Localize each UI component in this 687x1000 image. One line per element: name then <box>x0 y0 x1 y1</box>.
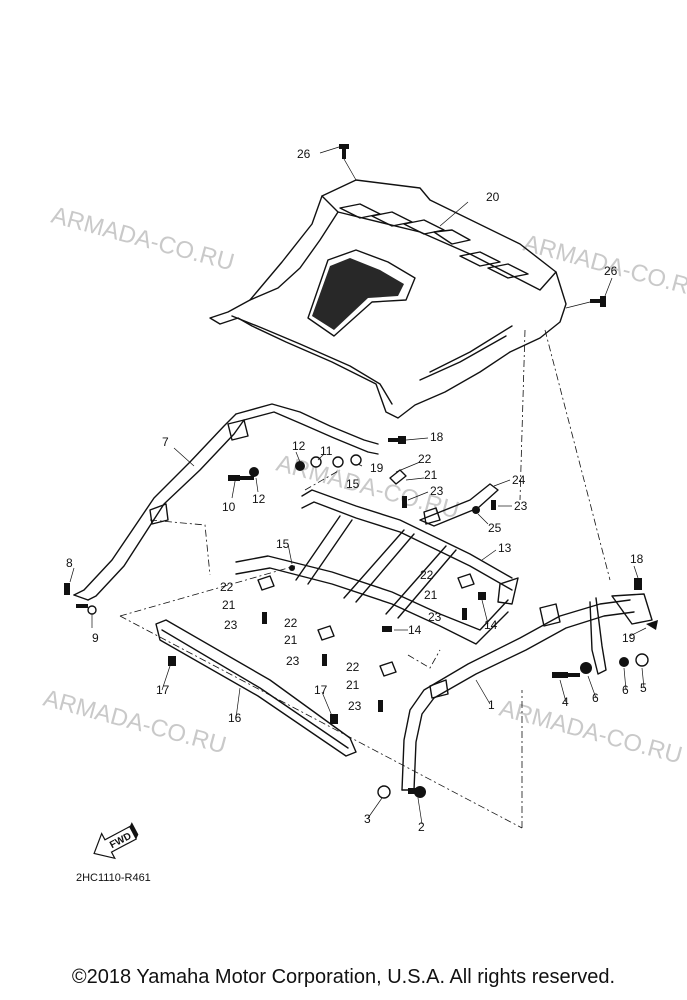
callout-21-right: 21 <box>424 588 438 602</box>
diagram-code: 2HC1110-R461 <box>76 872 151 884</box>
callout-26-right: 26 <box>604 264 618 278</box>
callout-14-right: 14 <box>484 618 498 632</box>
callout-17-right: 17 <box>314 683 328 697</box>
callout-22-right: 22 <box>420 568 434 582</box>
callout-9: 9 <box>92 631 99 645</box>
callout-21-mid: 21 <box>284 633 298 647</box>
callout-24: 24 <box>512 473 526 487</box>
frame-bar-1 <box>401 593 653 791</box>
callout-13: 13 <box>498 541 512 555</box>
callout-6-right: 6 <box>622 683 629 697</box>
callout-22-top: 22 <box>418 452 432 466</box>
callout-23-mid: 23 <box>286 654 300 668</box>
fwd-arrow: FWD <box>93 822 139 860</box>
callout-22-left: 22 <box>220 580 234 594</box>
callout-21-left: 21 <box>222 598 236 612</box>
frame-bar-16 <box>155 619 357 757</box>
callout-14-mid: 14 <box>408 623 422 637</box>
frame-bar-13 <box>235 489 519 645</box>
callout-10: 10 <box>222 500 236 514</box>
callout-23-right: 23 <box>514 499 528 513</box>
frame-bar-7 <box>73 403 379 601</box>
fwd-arrow-label: FWD <box>108 831 133 851</box>
callout-12-left: 12 <box>252 492 266 506</box>
reference-lines <box>119 329 611 829</box>
callout-22-mid: 22 <box>284 616 298 630</box>
callout-21-top: 21 <box>424 468 438 482</box>
callout-22-bottom: 22 <box>346 660 360 674</box>
callout-4: 4 <box>562 695 569 709</box>
callout-20: 20 <box>486 190 500 204</box>
callout-numbers: 26 20 26 7 18 12 11 19 22 21 15 23 24 23… <box>66 147 647 834</box>
watermark-bottom-left: ARMADA-CO.RU <box>40 685 229 760</box>
callout-23-mid-right: 23 <box>428 610 442 624</box>
callout-3: 3 <box>364 812 371 826</box>
callout-21-bottom: 21 <box>346 678 360 692</box>
screw-26-right <box>565 277 613 309</box>
callout-25: 25 <box>488 521 502 535</box>
callout-7: 7 <box>162 435 169 449</box>
callout-1: 1 <box>488 698 495 712</box>
callout-leaders <box>69 201 647 825</box>
callout-2: 2 <box>418 820 425 834</box>
screw-26-top <box>319 144 357 181</box>
callout-16: 16 <box>228 711 242 725</box>
callout-6-left: 6 <box>592 691 599 705</box>
hardware <box>64 436 658 799</box>
callout-11: 11 <box>320 444 333 458</box>
callout-26-top: 26 <box>297 147 311 161</box>
callout-8: 8 <box>66 556 73 570</box>
callout-19-right: 19 <box>622 631 636 645</box>
callout-23-top: 23 <box>430 484 444 498</box>
callout-18-top: 18 <box>430 430 444 444</box>
callout-15-mid: 15 <box>276 537 290 551</box>
copyright-notice: ©2018 Yamaha Motor Corporation, U.S.A. A… <box>71 966 616 988</box>
callout-23-left: 23 <box>224 618 238 632</box>
callout-17-left: 17 <box>156 683 170 697</box>
callout-18-right: 18 <box>630 552 644 566</box>
callout-12-top: 12 <box>292 439 306 453</box>
roof-panel <box>209 179 567 419</box>
callout-23-bottom: 23 <box>348 699 362 713</box>
bracket-24 <box>419 483 499 527</box>
callout-5: 5 <box>640 681 647 695</box>
watermark-top-left: ARMADA-CO.RU <box>48 202 237 277</box>
watermark-bottom-right: ARMADA-CO.RU <box>496 695 685 770</box>
callout-19-top: 19 <box>370 461 384 475</box>
callout-15-top: 15 <box>346 477 360 491</box>
